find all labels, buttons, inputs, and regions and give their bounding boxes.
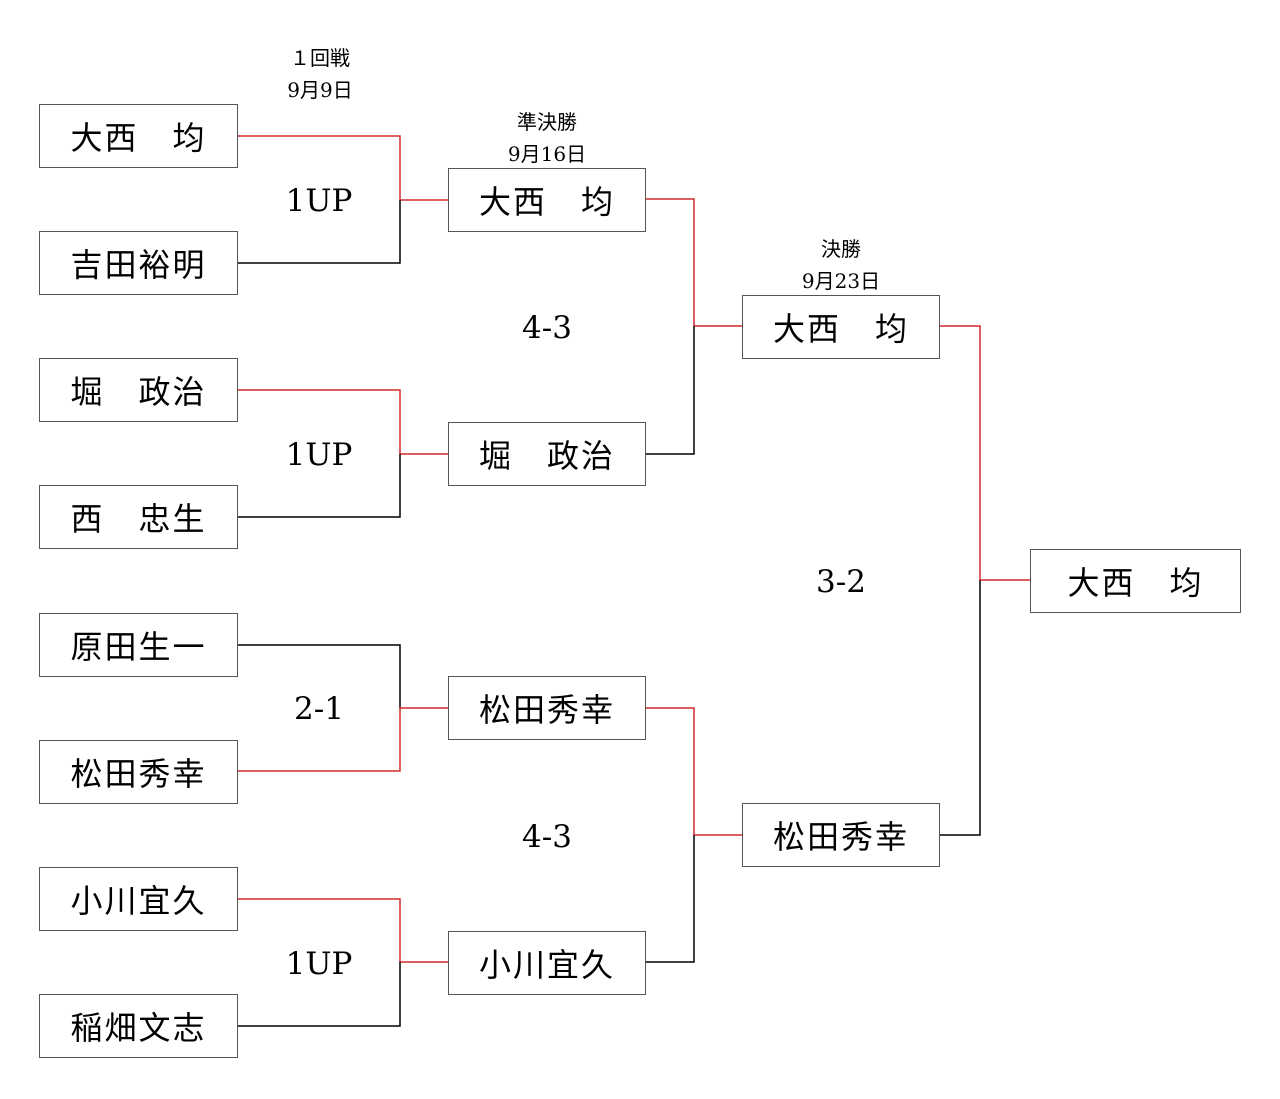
player-box: 大西 均 [39,104,238,168]
match-score: 2-1 [294,691,344,727]
player-box: 松田秀幸 [742,803,940,867]
final-header: 決勝 9月23日 [761,233,921,297]
winner-line [645,198,742,327]
match-score: 1UP [285,437,353,473]
player-box: 堀 政治 [39,358,238,422]
player-box: 小川宜久 [448,931,646,995]
match-score: 1UP [285,183,353,219]
winner-line [238,898,448,963]
round1-name: １回戦 [290,46,350,70]
loser-line [645,835,695,963]
round1-date: 9月9日 [287,78,353,102]
loser-line [238,644,401,708]
player-box: 松田秀幸 [39,740,238,804]
final-name: 決勝 [821,237,861,261]
semifinal-header: 準決勝 9月16日 [467,106,627,170]
final-score: 3-2 [816,564,866,600]
loser-line [645,326,695,455]
semifinal-name: 準決勝 [517,110,577,134]
loser-line [238,200,401,264]
match-score: 4-3 [522,819,572,855]
winner-line [238,389,448,455]
player-box: 大西 均 [448,168,646,232]
winner-line [645,707,742,836]
winner-line [940,325,1030,581]
player-box: 西 忠生 [39,485,238,549]
player-box: 小川宜久 [39,867,238,931]
player-box: 大西 均 [742,295,940,359]
player-box: 松田秀幸 [448,676,646,740]
round1-header: １回戦 9月9日 [240,42,400,106]
player-box: 堀 政治 [448,422,646,486]
player-box: 吉田裕明 [39,231,238,295]
match-score: 1UP [285,946,353,982]
champion-box: 大西 均 [1030,549,1241,613]
final-date: 9月23日 [801,269,881,293]
loser-line [238,454,401,518]
match-score: 4-3 [522,310,572,346]
player-box: 稲畑文志 [39,994,238,1058]
loser-line [940,580,981,836]
loser-line [238,962,401,1027]
winner-line [238,707,448,772]
winner-line [238,135,448,201]
semifinal-date: 9月16日 [507,142,587,166]
player-box: 原田生一 [39,613,238,677]
